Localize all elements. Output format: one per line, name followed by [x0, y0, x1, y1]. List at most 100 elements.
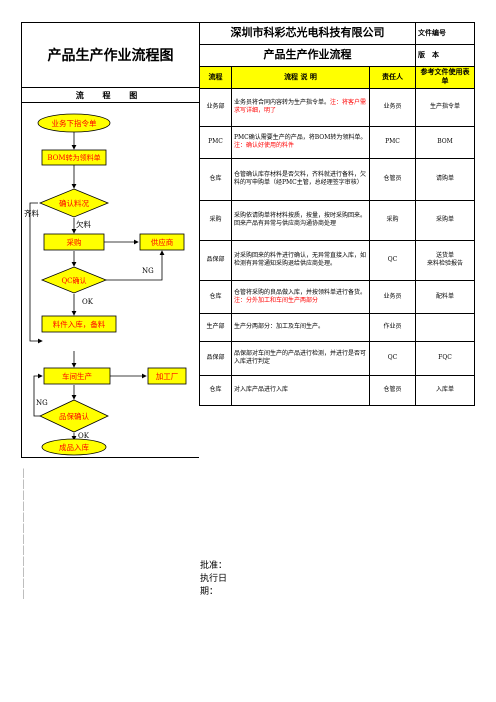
- node-purchase-label: 采购: [67, 237, 82, 247]
- node-store-prepare: 料件入库，备料: [41, 315, 117, 333]
- label-qi-liao: 齐料: [24, 208, 39, 218]
- label-ok-2: OK: [78, 432, 90, 440]
- node-finished-store-label: 成品入库: [59, 442, 89, 452]
- row-owner: 采购: [369, 199, 416, 241]
- execute-date-label: 执行日期：: [200, 574, 228, 597]
- stray-margin-marks: ││││││││││││: [21, 469, 26, 599]
- row-dept: 业务部: [199, 87, 232, 127]
- row-desc-text: 生产分两部分：加工及车间生产。: [234, 323, 325, 331]
- row-reference: 采购单: [415, 199, 475, 241]
- process-table: 深圳市科彩芯光电科技有限公司 文件编号 产品生产作业流程 版 本 流程 流程 说…: [199, 22, 475, 406]
- row-owner: 业务员: [369, 279, 416, 314]
- doc-no-label: 文件编号: [415, 22, 475, 45]
- node-material-check-label: 确认料况: [59, 198, 89, 208]
- col-reference: 参考文件使用表单: [415, 66, 475, 89]
- node-supplier: 供应商: [139, 233, 185, 251]
- doc-name: 产品生产作业流程: [199, 44, 416, 67]
- row-desc-text: 采购依请购单将材料按质，按量，按时采购回来。回来产品有异常与供应商沟通协商处理: [234, 212, 367, 228]
- label-ng-2: NG: [36, 399, 48, 407]
- node-supplier-label: 供应商: [151, 237, 174, 247]
- node-bom-label: BOM转为领料单: [47, 153, 100, 162]
- row-note: 注：将客户需求写详细，明了: [234, 99, 367, 115]
- row-dept: 品保部: [199, 239, 232, 281]
- row-desc-text: 品保部对车间生产的产品进行检测，并进行是否可入库进行判定: [234, 350, 367, 366]
- row-owner: QC: [369, 340, 416, 376]
- flowchart-heading: 流 程 图: [21, 88, 199, 103]
- node-order: 业务下指令单: [37, 113, 111, 133]
- row-dept: 采购: [199, 199, 232, 241]
- row-description: 生产分两部分：加工及车间生产。: [231, 312, 370, 342]
- row-description: PMC确认需要生产的产品，将BOM转为领料单。注：确认好使用的料件: [231, 125, 370, 159]
- row-owner: QC: [369, 239, 416, 281]
- row-reference: 送货单 来料检验报告: [415, 239, 475, 281]
- col-owner: 责任人: [369, 66, 416, 89]
- row-dept: 仓库: [199, 374, 232, 406]
- node-store-prepare-label: 料件入库，备料: [53, 319, 106, 329]
- sop-sheet: 产品生产作业流程图 流 程 图: [21, 22, 475, 458]
- flow-connectors: [29, 131, 165, 441]
- row-desc-text: 业务员将合同内容转为生产指令单。: [234, 99, 331, 107]
- table-row: 业务部业务员将合同内容转为生产指令单。注：将客户需求写详细，明了业务员生产指令单: [199, 87, 475, 127]
- node-subcontract-label: 加工厂: [156, 371, 179, 381]
- node-qc-label: QC确认: [61, 276, 86, 285]
- row-reference: 配料单: [415, 279, 475, 314]
- doc-title: 产品生产作业流程图: [21, 22, 199, 88]
- version-label: 版 本: [415, 44, 475, 67]
- table-row: 仓库仓管确认库存材料是否欠料，齐料就进行备料，欠料的写申购单（经PMC主管，总经…: [199, 157, 475, 201]
- row-desc-text: 对采购回来的料件进行确认，无异常直接入库，如检测有异常通知采购退给供应商处理。: [234, 252, 367, 268]
- node-quality-check: 品保确认: [39, 399, 109, 433]
- row-description: 采购依请购单将材料按质，按量，按时采购回来。回来产品有异常与供应商沟通协商处理: [231, 199, 370, 241]
- row-reference: [415, 312, 475, 342]
- row-note: 注：确认好使用的料件: [234, 142, 295, 150]
- row-reference: BOM: [415, 125, 475, 159]
- flowchart-svg: 业务下指令单 BOM转为领料单 确认料况 采购 供应商 QC确认: [24, 113, 187, 456]
- node-order-label: 业务下指令单: [52, 118, 97, 128]
- table-body: 业务部业务员将合同内容转为生产指令单。注：将客户需求写详细，明了业务员生产指令单…: [199, 87, 475, 406]
- row-note: 注：分外加工和车间生产两部分: [234, 296, 319, 304]
- node-qc: QC确认: [40, 266, 108, 294]
- col-process: 流程: [199, 66, 232, 89]
- row-description: 品保部对车间生产的产品进行检测，并进行是否可入库进行判定: [231, 340, 370, 376]
- row-description: 仓管确认库存材料是否欠料，齐料就进行备料，欠料的写申购单（经PMC主管，总经理签…: [231, 157, 370, 201]
- table-row: 仓库仓管将采购的良品做入库，并按领料单进行备货。注：分外加工和车间生产两部分业务…: [199, 279, 475, 314]
- row-description: 对入库产品进行入库: [231, 374, 370, 406]
- node-quality-check-label: 品保确认: [59, 411, 89, 421]
- signature-block: 批准： 执行日期：: [200, 560, 230, 599]
- node-workshop-label: 车间生产: [62, 371, 92, 381]
- row-dept: PMC: [199, 125, 232, 159]
- row-owner: 仓管员: [369, 374, 416, 406]
- row-reference: 入库单: [415, 374, 475, 406]
- row-reference: 生产指令单: [415, 87, 475, 127]
- row-owner: 作业员: [369, 312, 416, 342]
- row-description: 对采购回来的料件进行确认，无异常直接入库，如检测有异常通知采购退给供应商处理。: [231, 239, 370, 281]
- label-ok-1: OK: [82, 298, 94, 306]
- table-row: 品保部对采购回来的料件进行确认，无异常直接入库，如检测有异常通知采购退给供应商处…: [199, 239, 475, 281]
- row-description: 仓管将采购的良品做入库，并按领料单进行备货。注：分外加工和车间生产两部分: [231, 279, 370, 314]
- company-name: 深圳市科彩芯光电科技有限公司: [199, 22, 416, 45]
- row-owner: PMC: [369, 125, 416, 159]
- row-desc-text: 仓管将采购的良品做入库，并按领料单进行备货。: [234, 288, 367, 296]
- table-row: 采购采购依请购单将材料按质，按量，按时采购回来。回来产品有异常与供应商沟通协商处…: [199, 199, 475, 241]
- label-ng-1: NG: [142, 267, 154, 275]
- col-description: 流程 说 明: [231, 66, 370, 89]
- row-reference: FQC: [415, 340, 475, 376]
- table-row: 仓库对入库产品进行入库 仓管员入库单: [199, 374, 475, 406]
- node-finished-store: 成品入库: [41, 438, 107, 456]
- row-dept: 仓库: [199, 279, 232, 314]
- row-description: 业务员将合同内容转为生产指令单。注：将客户需求写详细，明了: [231, 87, 370, 127]
- node-material-check: 确认料况: [38, 188, 110, 218]
- row-dept: 品保部: [199, 340, 232, 376]
- row-dept: 生产部: [199, 312, 232, 342]
- table-header-row: 流程 流程 说 明 责任人 参考文件使用表单: [199, 66, 475, 89]
- node-purchase: 采购: [43, 233, 105, 251]
- row-desc-text: 仓管确认库存材料是否欠料，齐料就进行备料，欠料的写申购单（经PMC主管，总经理签…: [234, 171, 367, 187]
- label-qian-liao: 欠料: [76, 219, 91, 229]
- table-row: 生产部生产分两部分：加工及车间生产。 作业员: [199, 312, 475, 342]
- node-workshop: 车间生产: [43, 367, 111, 385]
- row-desc-text: PMC确认需要生产的产品，将BOM转为领料单。: [234, 134, 367, 142]
- flowchart-area: 业务下指令单 BOM转为领料单 确认料况 采购 供应商 QC确认: [21, 103, 199, 458]
- node-subcontract: 加工厂: [147, 367, 187, 385]
- row-desc-text: 对入库产品进行入库: [234, 386, 289, 394]
